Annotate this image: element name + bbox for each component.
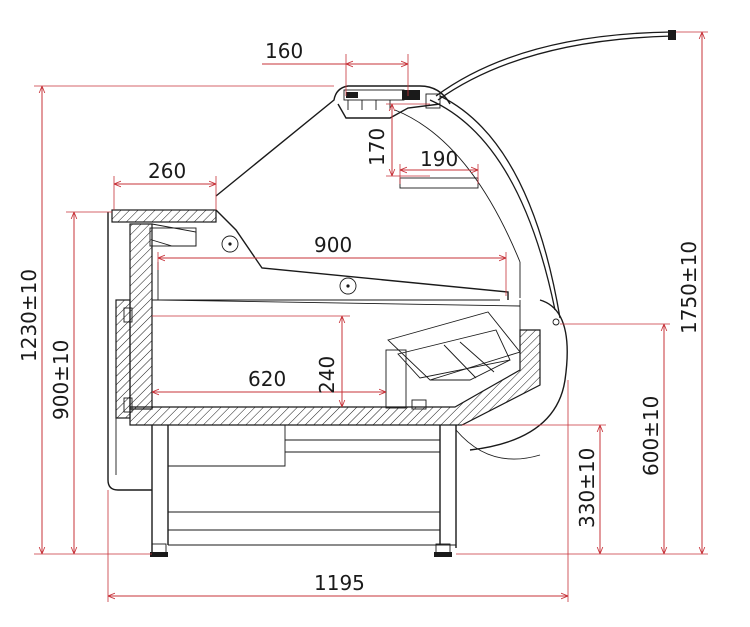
dim-well-height: 240 xyxy=(315,356,339,394)
dim-base-depth: 620 xyxy=(248,367,286,391)
dim-inner-depth: 900 xyxy=(314,233,352,257)
curved-glass xyxy=(429,99,556,311)
rear-wall xyxy=(129,223,153,410)
insulated-floor xyxy=(129,329,541,426)
canopy xyxy=(215,30,676,326)
dimensions: 160 170 190 260 900 620 240 1230±10 xyxy=(17,31,708,602)
dim-light-height: 170 xyxy=(365,128,389,166)
dim-top-light-width: 160 xyxy=(265,39,303,63)
dim-overall-width: 1195 xyxy=(314,571,365,595)
control-knob xyxy=(339,277,357,295)
dim-counter-height: 900±10 xyxy=(49,340,73,420)
dim-glass-height: 1750±10 xyxy=(677,241,701,334)
rear-shelf xyxy=(399,177,479,189)
dim-leg-height: 330±10 xyxy=(575,448,599,528)
counter-body xyxy=(107,209,568,557)
rear-door xyxy=(115,299,131,419)
dim-rear-shelf-depth: 190 xyxy=(420,147,458,171)
control-knob xyxy=(221,235,239,253)
top-rear-shelf xyxy=(111,209,217,223)
dim-overall-height: 1230±10 xyxy=(17,269,41,362)
dim-front-height: 600±10 xyxy=(639,396,663,476)
dim-top-shelf-depth: 260 xyxy=(148,159,186,183)
